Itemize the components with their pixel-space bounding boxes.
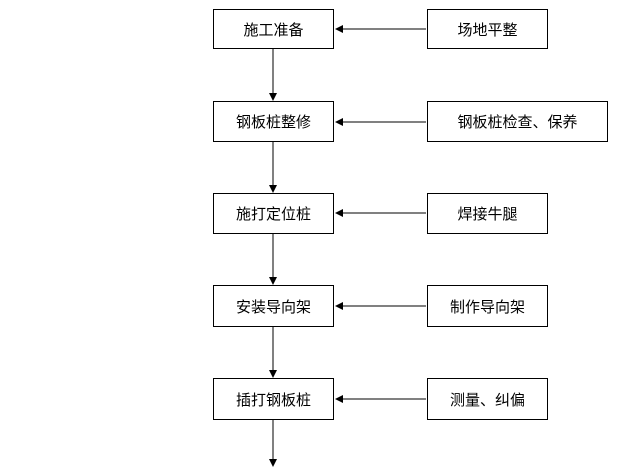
- step-box-3: 施打定位桩: [213, 193, 334, 234]
- input-label-4: 制作导向架: [449, 297, 525, 316]
- input-box-2: 钢板桩检查、保养: [427, 101, 608, 142]
- input-box-3: 焊接牛腿: [427, 193, 548, 234]
- step-label-3: 施打定位桩: [235, 205, 311, 223]
- step-box-5: 插打钢板桩: [213, 378, 334, 420]
- input-label-5: 测量、纠偏: [449, 390, 525, 409]
- step-label-5: 插打钢板桩: [235, 390, 311, 409]
- step-label-1: 施工准备: [243, 20, 304, 39]
- step-box-2: 钢板桩整修: [213, 101, 334, 142]
- input-box-1: 场地平整: [427, 9, 548, 49]
- step-box-1: 施工准备: [213, 9, 334, 49]
- input-box-5: 测量、纠偏: [427, 378, 548, 420]
- input-label-3: 焊接牛腿: [457, 205, 518, 223]
- step-label-2: 钢板桩整修: [235, 113, 311, 131]
- step-label-4: 安装导向架: [235, 297, 311, 316]
- step-box-4: 安装导向架: [213, 285, 334, 327]
- input-label-2: 钢板桩检查、保养: [457, 113, 578, 131]
- input-label-1: 场地平整: [457, 20, 518, 39]
- input-box-4: 制作导向架: [427, 285, 548, 327]
